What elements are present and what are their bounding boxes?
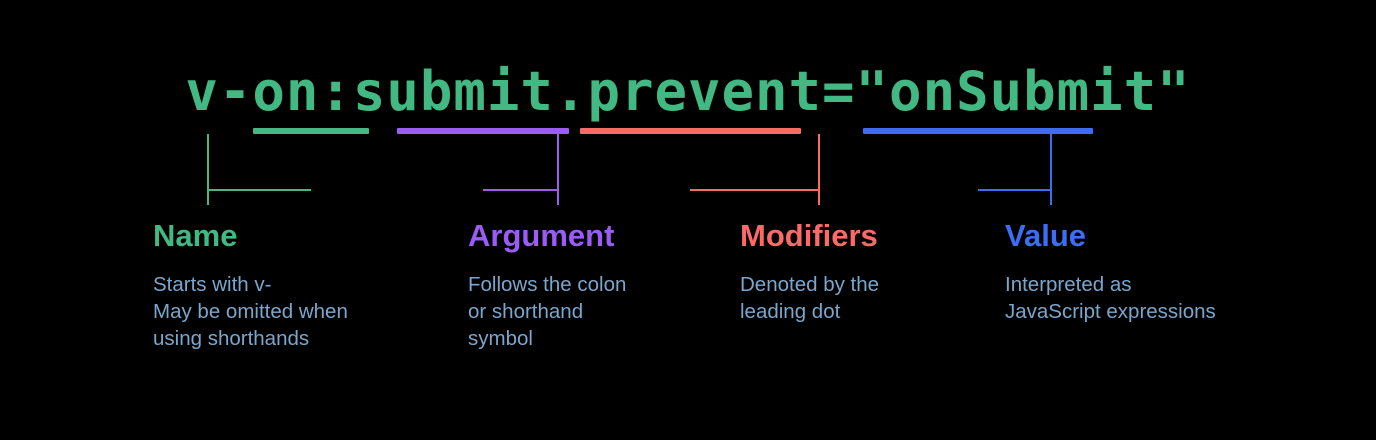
underline-bar-modifiers: [580, 128, 801, 134]
legend-column-value: Value Interpreted as JavaScript expressi…: [1005, 218, 1315, 325]
connector-line-name: [207, 134, 311, 191]
underline-bar-name: [253, 128, 369, 134]
legend-column-argument: Argument Follows the colon or shorthand …: [468, 218, 728, 352]
legend-description-value: Interpreted as JavaScript expressions: [1005, 273, 1216, 323]
legend-heading-name: Name: [153, 218, 238, 253]
legend-column-name: Name Starts with v- May be omitted when …: [153, 218, 453, 352]
connector-line-modifiers: [690, 134, 820, 191]
directive-code-expression: v-on:submit.prevent="onSubmit": [185, 60, 1191, 123]
legend-heading-modifiers: Modifiers: [740, 218, 878, 253]
legend-heading-value: Value: [1005, 218, 1086, 253]
connector-stub-value: [1050, 189, 1052, 205]
legend-heading-argument: Argument: [468, 218, 615, 253]
connector-line-argument: [483, 134, 559, 191]
legend-description-argument: Follows the colon or shorthand symbol: [468, 273, 627, 350]
connector-stub-name: [207, 189, 209, 205]
underline-bar-value: [863, 128, 1093, 134]
connector-line-value: [978, 134, 1052, 191]
legend-column-modifiers: Modifiers Denoted by the leading dot: [740, 218, 995, 325]
underline-bar-argument: [397, 128, 569, 134]
connector-stub-modifiers: [818, 189, 820, 205]
legend-description-modifiers: Denoted by the leading dot: [740, 273, 880, 323]
legend-description-name: Starts with v- May be omitted when using…: [153, 273, 348, 350]
connector-stub-argument: [557, 189, 559, 205]
